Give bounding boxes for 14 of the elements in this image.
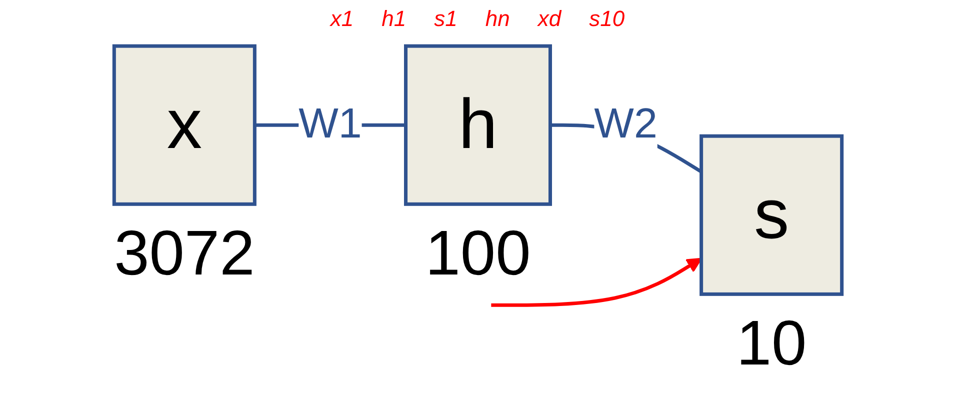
handwritten-note: hn (485, 6, 510, 32)
node-box: x (112, 44, 256, 206)
edge-label: W1 (298, 100, 362, 148)
size-label: 10 (736, 308, 806, 378)
node-box: s (699, 134, 844, 296)
edge-label: W2 (594, 100, 657, 148)
size-label: 100 (424, 218, 530, 288)
size-label: 3072 (114, 218, 254, 288)
node-box: h (404, 44, 552, 206)
handwritten-note: x1 (330, 6, 354, 32)
handwritten-note: s1 (434, 6, 458, 32)
handwritten-note: xd (538, 6, 562, 32)
handwritten-note: h1 (382, 6, 406, 32)
handwritten-note: s10 (589, 6, 625, 32)
